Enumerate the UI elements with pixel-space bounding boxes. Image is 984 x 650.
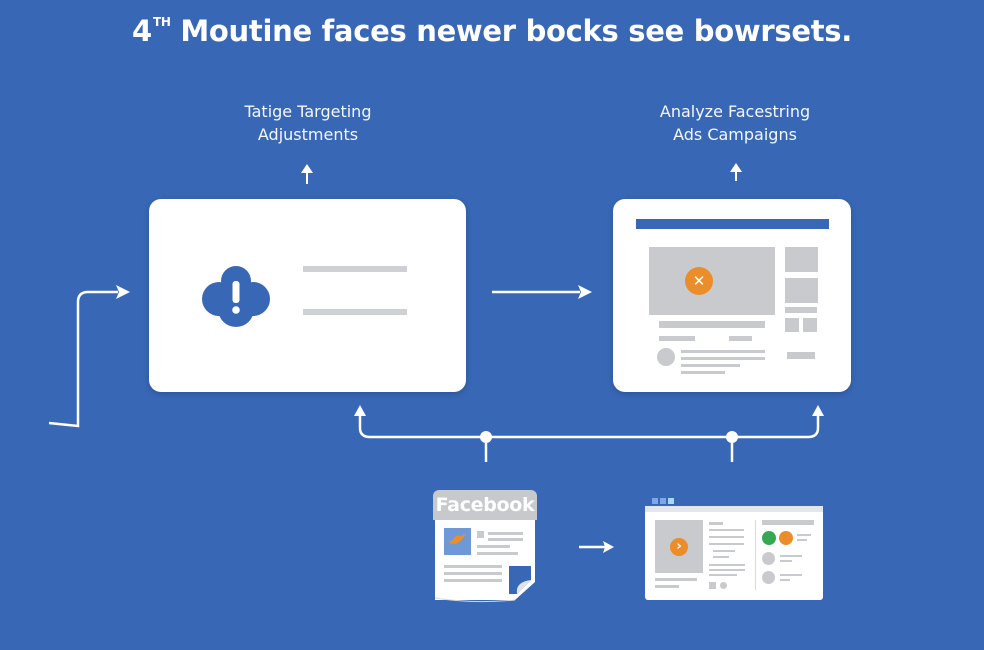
list-line (709, 564, 745, 566)
side-thumb (785, 247, 818, 272)
up-arrow-right-icon (730, 163, 742, 181)
title-prefix: 4 (132, 14, 152, 48)
elbow-arrow-icon (48, 285, 130, 428)
facebook-header-label: Facebook (433, 490, 537, 520)
list-line (709, 543, 744, 545)
side-bar (785, 307, 817, 313)
play-icon[interactable]: › (670, 538, 688, 556)
user-avatar-placeholder (762, 552, 775, 565)
user-text (780, 574, 802, 576)
title-line (659, 321, 765, 328)
small-right-arrow-icon (579, 541, 614, 553)
list-line (713, 556, 729, 558)
green-badge-icon[interactable] (762, 531, 776, 545)
diagram-title: 4TH Moutine faces newer bocks see bowrse… (0, 14, 984, 48)
window-dot (652, 498, 658, 504)
right-arrow-icon (492, 285, 592, 299)
orange-badge-icon[interactable] (779, 531, 793, 545)
video-placeholder[interactable]: ✕ (649, 247, 775, 315)
list-line (709, 569, 745, 571)
title-text: Moutine faces newer bocks see bowrsets. (170, 14, 852, 48)
label-targeting-adjustments: Tatige Targeting Adjustments (208, 100, 408, 146)
badge-text (797, 539, 807, 541)
sidebar-heading (762, 520, 814, 525)
comment-line (681, 350, 765, 353)
label-line: Analyze Facestring (659, 102, 811, 121)
label-analyze-campaigns: Analyze Facestring Ads Campaigns (635, 100, 835, 146)
avatar-placeholder (657, 348, 675, 366)
user-text (780, 579, 790, 581)
meta-line (729, 336, 752, 341)
button-placeholder (787, 352, 815, 359)
window-dot (668, 498, 674, 504)
comment-line (681, 371, 725, 374)
side-square (785, 318, 799, 332)
list-line (713, 550, 735, 552)
alert-card[interactable] (149, 199, 466, 392)
page-header-bar (636, 219, 829, 229)
meta-line (659, 336, 695, 341)
label-line: Adjustments (257, 125, 359, 144)
user-text (780, 555, 802, 557)
alert-cloud-icon (202, 266, 270, 327)
webpage-preview-card[interactable]: ✕ (613, 199, 851, 392)
caption-line (655, 578, 697, 581)
small-icon (709, 582, 716, 589)
caption-line (655, 585, 679, 588)
list-line (709, 574, 737, 576)
list-line (709, 529, 744, 531)
browser-window-mockup[interactable]: › (645, 498, 823, 600)
side-thumb (785, 278, 818, 303)
label-line: Ads Campaigns (673, 125, 797, 144)
title-superscript: TH (152, 15, 171, 30)
window-dot (660, 498, 666, 504)
up-arrow-left-icon (301, 164, 313, 184)
list-heading (709, 522, 723, 525)
column-divider (755, 520, 756, 590)
text-line-placeholder (303, 266, 407, 272)
user-text (780, 560, 792, 562)
badge-text (797, 534, 811, 536)
browser-toolbar (645, 506, 823, 512)
close-x-icon[interactable]: ✕ (685, 267, 713, 295)
comment-line (681, 364, 740, 367)
label-line: Tatige Targeting (244, 102, 372, 121)
side-square (803, 318, 817, 332)
list-line (709, 536, 744, 538)
text-line-placeholder (303, 309, 407, 315)
facebook-document-icon[interactable]: Facebook (433, 490, 537, 604)
comment-line (681, 357, 765, 360)
small-icon (720, 582, 727, 589)
media-placeholder: › (655, 520, 703, 573)
browser-body: › (645, 506, 823, 600)
user-avatar-placeholder (762, 571, 775, 584)
document-shape (434, 518, 535, 603)
bottom-connector-icon (354, 405, 824, 462)
